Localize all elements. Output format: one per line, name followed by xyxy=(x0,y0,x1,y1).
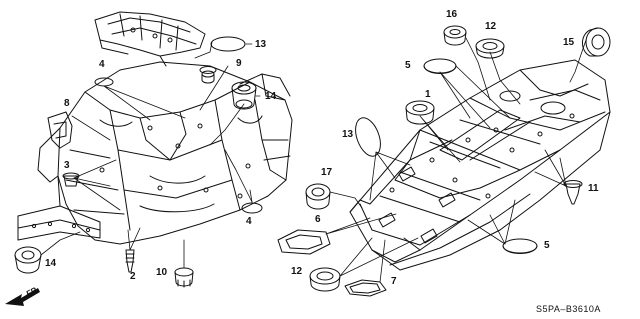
callout-12-upper: 12 xyxy=(485,21,497,32)
callout-13-upper: 13 xyxy=(255,39,267,50)
callout-3: 3 xyxy=(64,160,70,171)
callout-11: 11 xyxy=(588,183,599,194)
callout-10: 10 xyxy=(156,267,168,278)
callout-13-right: 13 xyxy=(342,129,354,140)
parts xyxy=(14,25,611,297)
front-body-assembly xyxy=(5,11,293,306)
callout-7: 7 xyxy=(391,276,397,287)
callout-1: 1 xyxy=(425,89,431,100)
callout-12-lower: 12 xyxy=(291,266,303,277)
callout-14-upper: 14 xyxy=(265,91,277,102)
callout-5-lower: 5 xyxy=(544,240,550,251)
callout-5-upper: 5 xyxy=(405,60,411,71)
callout-6: 6 xyxy=(315,214,321,225)
callout-16: 16 xyxy=(446,9,458,20)
callout-4-lower: 4 xyxy=(246,216,252,227)
callout-8: 8 xyxy=(64,98,70,109)
callout-17: 17 xyxy=(321,167,333,178)
callout-4-upper: 4 xyxy=(99,59,105,70)
callout-14-lower: 14 xyxy=(45,258,57,269)
diagram-code: S5PA–B3610A xyxy=(536,304,601,314)
callout-9: 9 xyxy=(236,58,242,69)
leader-lines xyxy=(40,37,587,283)
underbody-floor-assembly xyxy=(349,59,611,271)
callout-2: 2 xyxy=(130,271,136,282)
callout-15: 15 xyxy=(563,37,575,48)
